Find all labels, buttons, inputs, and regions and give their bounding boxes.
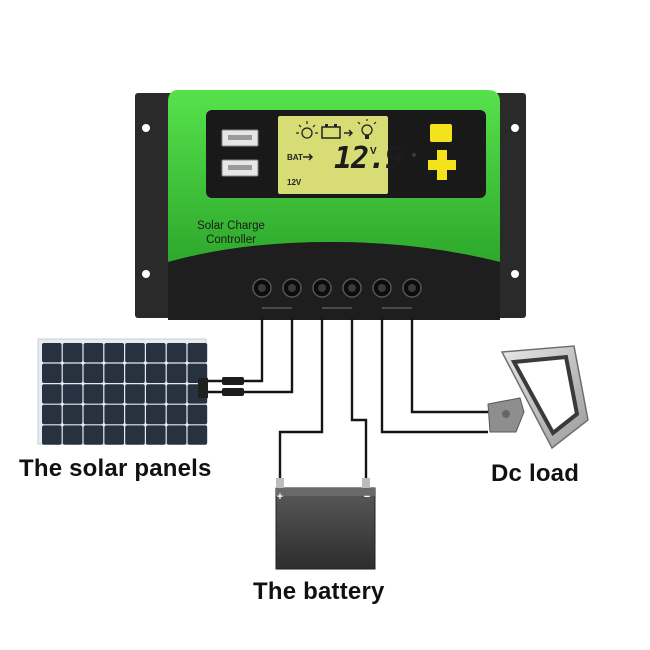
mount-hole-bottom-left xyxy=(142,270,150,278)
mount-hole-top-left xyxy=(142,124,150,132)
wire-load-positive xyxy=(380,318,488,434)
solar-cell xyxy=(166,343,187,363)
controller-label-line2: Controller xyxy=(206,234,256,246)
solar-cell xyxy=(42,384,62,404)
mc4-connectors xyxy=(203,377,244,396)
wires xyxy=(243,318,488,480)
solar-cell xyxy=(42,425,62,445)
battery-label: The battery xyxy=(253,578,385,605)
solar-cell xyxy=(83,404,104,425)
lcd-voltage-unit: V xyxy=(370,146,377,157)
battery-body xyxy=(275,487,376,570)
solar-cell xyxy=(125,343,145,363)
solar-cell xyxy=(146,425,166,445)
solar-cell xyxy=(42,404,62,425)
solar-panels-label: The solar panels xyxy=(19,455,212,482)
status-led xyxy=(412,153,416,157)
solar-cell xyxy=(104,425,124,445)
wire-solar-negative xyxy=(243,318,294,394)
controller-label-line1: Solar Charge xyxy=(197,220,265,232)
battery-terminal-negative xyxy=(362,478,370,488)
solar-cell xyxy=(104,384,124,404)
solar-cell xyxy=(125,363,145,383)
solar-cell xyxy=(104,363,124,383)
bat-arrow-icon xyxy=(303,153,314,161)
plus-button[interactable] xyxy=(428,150,456,180)
solar-cell xyxy=(146,343,166,363)
solar-cell xyxy=(166,363,187,383)
solar-cell xyxy=(166,425,187,445)
solar-cell xyxy=(125,384,145,404)
solar-cell xyxy=(146,404,166,425)
solar-cell xyxy=(104,404,124,425)
solar-cells xyxy=(42,343,208,445)
wire-solar-positive xyxy=(243,318,264,383)
solar-cell xyxy=(166,404,187,425)
solar-cell xyxy=(83,343,104,363)
solar-cell xyxy=(62,384,83,404)
solar-cell xyxy=(125,425,145,445)
solar-cell xyxy=(42,343,62,363)
lcd-bat-label: BAT xyxy=(287,153,303,162)
solar-cell xyxy=(62,343,83,363)
charge-controller xyxy=(135,90,526,320)
flood-light xyxy=(487,345,589,450)
flood-light-lens xyxy=(510,354,580,437)
battery-icon xyxy=(321,124,341,139)
terminal-block xyxy=(168,242,500,320)
battery-plus-sign: + xyxy=(277,491,283,503)
dc-load-label: Dc load xyxy=(491,460,580,487)
battery-minus-sign: − xyxy=(364,491,370,503)
menu-button[interactable] xyxy=(430,124,452,142)
lcd-screen xyxy=(278,116,388,194)
solar-cell xyxy=(62,363,83,383)
lcd-voltage-value: 12.9 xyxy=(334,141,403,176)
solar-panel xyxy=(37,338,208,445)
solar-cell xyxy=(42,363,62,383)
solar-cell xyxy=(146,384,166,404)
solar-cell xyxy=(166,384,187,404)
battery-terminal-positive xyxy=(276,478,284,488)
bulb-icon xyxy=(357,119,377,139)
solar-cell xyxy=(187,425,208,445)
controller-label: Solar Charge Controller xyxy=(186,219,276,247)
solar-cell xyxy=(83,363,104,383)
solar-cell xyxy=(62,425,83,445)
solar-cell xyxy=(187,343,208,363)
wire-load-negative xyxy=(410,318,488,414)
solar-cell xyxy=(146,363,166,383)
mount-hole-top-right xyxy=(511,124,519,132)
solar-cell xyxy=(187,404,208,425)
arrow-icon xyxy=(344,129,354,137)
junction-box xyxy=(198,378,208,398)
wire-battery-positive xyxy=(278,318,324,480)
lcd-system-voltage: 12V xyxy=(287,178,302,187)
solar-cell xyxy=(125,404,145,425)
solar-cell xyxy=(83,384,104,404)
battery: + − xyxy=(275,478,376,570)
solar-cell xyxy=(83,425,104,445)
solar-cell xyxy=(62,404,83,425)
mount-hole-bottom-right xyxy=(511,270,519,278)
solar-cell xyxy=(104,343,124,363)
wire-battery-negative xyxy=(350,318,368,480)
terminal-screws xyxy=(252,278,422,298)
sun-icon xyxy=(296,121,318,139)
